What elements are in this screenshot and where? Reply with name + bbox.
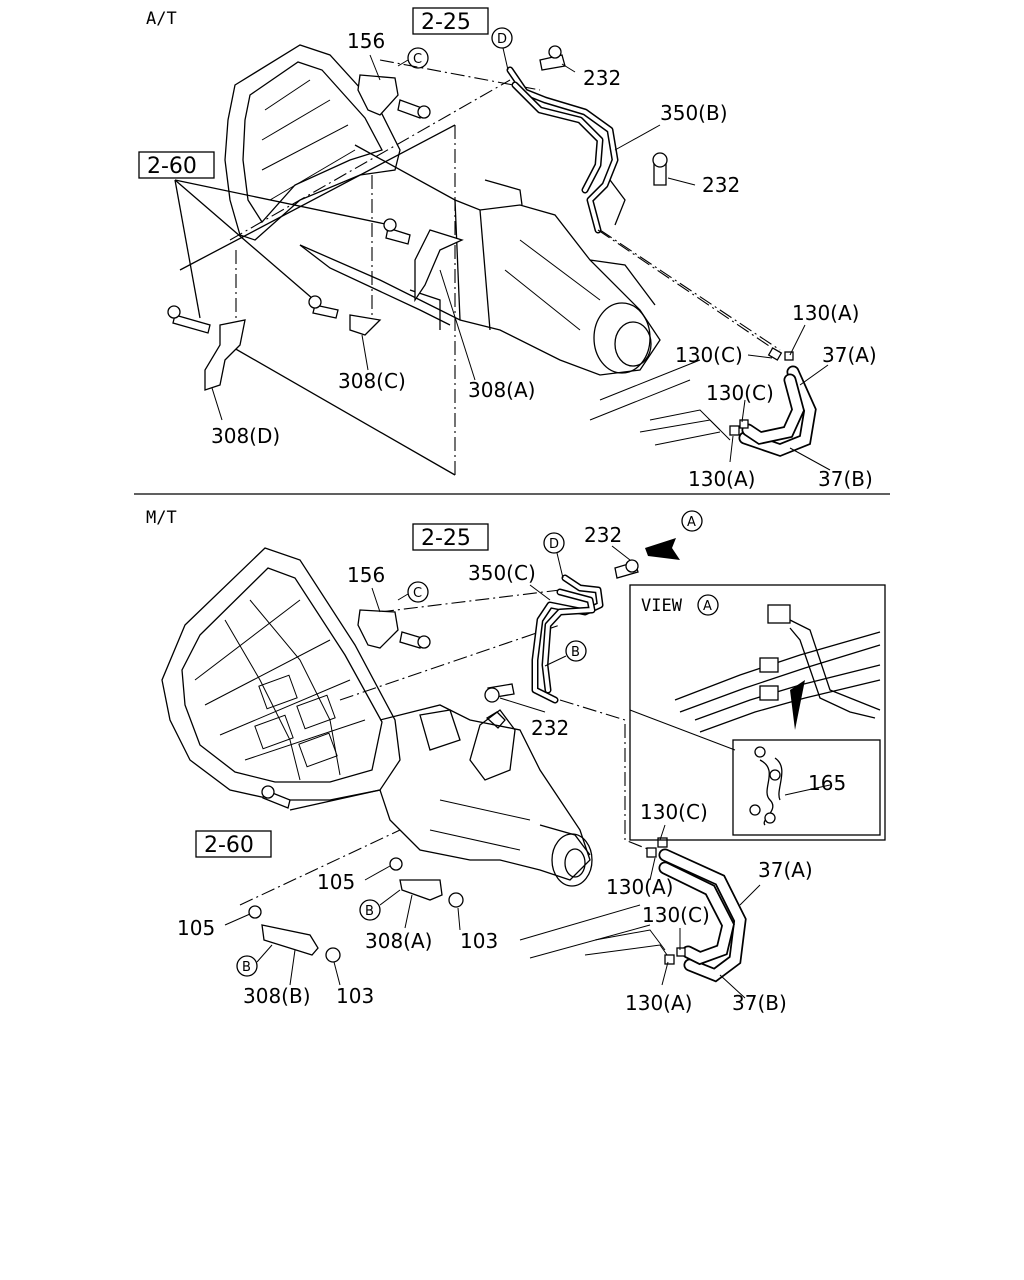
- mt-label-130c-low: 130(C): [642, 903, 710, 927]
- mt-ref-225: 2-25: [421, 526, 471, 551]
- at-label-130c-top: 130(C): [675, 343, 743, 367]
- mt-label-308b: 308(B): [243, 984, 311, 1008]
- mt-label-leaders: [224, 545, 761, 999]
- at-leader-lines: [174, 59, 781, 476]
- at-label-130a-low: 130(A): [688, 467, 755, 491]
- section-label-mt: M/T: [146, 508, 177, 528]
- mt-hoses-37: [584, 837, 747, 983]
- mt-circle-b-308b: [236, 955, 258, 977]
- at-pipe-350b: [506, 66, 776, 351]
- mt-ref-260-box: [195, 830, 272, 858]
- at-label-308d: 308(D): [211, 424, 280, 448]
- at-label-leaders: [211, 54, 831, 471]
- mt-circle-a-arrow-text: A: [687, 515, 696, 530]
- mt-label-130c-top: 130(C): [640, 800, 708, 824]
- mt-pipe-350c: [531, 574, 604, 704]
- view-a-marker-circle: [697, 594, 719, 616]
- at-label-156: 156: [347, 29, 385, 53]
- at-label-308c: 308(C): [338, 369, 406, 393]
- at-ref-260: 2-60: [147, 154, 197, 179]
- mt-circle-d: [543, 532, 565, 554]
- mt-label-103-top: 103: [460, 929, 498, 953]
- mt-circle-a-arrow: [681, 510, 703, 532]
- mt-label-232-mid: 232: [531, 716, 569, 740]
- section-label-at: A/T: [146, 9, 177, 29]
- mt-label-130a-top: 130(A): [606, 875, 673, 899]
- at-parts: [167, 45, 668, 391]
- mt-circle-b-308b-text: B: [242, 960, 251, 975]
- at-circle-d: [491, 27, 513, 49]
- at-circle-c-text: C: [413, 52, 422, 67]
- at-label-308a: 308(A): [468, 378, 535, 402]
- at-circle-c: [407, 47, 429, 69]
- mt-leader-lines: [239, 589, 651, 906]
- view-a-inset: [629, 584, 886, 841]
- mt-label-350c: 350(C): [468, 561, 536, 585]
- mt-label-232-top: 232: [584, 523, 622, 547]
- mt-circle-b-pipe: [565, 640, 587, 662]
- at-transmission-housing: [224, 44, 701, 421]
- at-label-350b: 350(B): [660, 101, 728, 125]
- mt-ref-260: 2-60: [204, 833, 254, 858]
- mt-circle-b-308a-text: B: [365, 904, 374, 919]
- at-label-232-mid: 232: [702, 173, 740, 197]
- mt-circle-b-308a: [359, 899, 381, 921]
- mt-ref-225-box: [412, 523, 489, 551]
- at-label-37b: 37(B): [818, 467, 873, 491]
- mt-label-37b: 37(B): [732, 991, 787, 1015]
- at-ref-260-box: [138, 151, 215, 179]
- view-a-title: VIEW: [641, 596, 683, 616]
- at-label-130a-top: 130(A): [792, 301, 859, 325]
- mt-label-105-low: 105: [177, 916, 215, 940]
- at-label-232-top: 232: [583, 66, 621, 90]
- mt-circle-c-text: C: [413, 586, 422, 601]
- at-label-130c-low: 130(C): [706, 381, 774, 405]
- mt-parts: [248, 559, 639, 963]
- mt-label-308a: 308(A): [365, 929, 432, 953]
- mt-label-103-low: 103: [336, 984, 374, 1008]
- mt-circle-d-text: D: [549, 537, 559, 552]
- at-ref-225: 2-25: [421, 10, 471, 35]
- view-a-marker: A: [703, 599, 712, 614]
- mt-circle-b-pipe-text: B: [571, 645, 580, 660]
- at-ref-225-box: [412, 7, 489, 35]
- mt-label-130a-low: 130(A): [625, 991, 692, 1015]
- mt-circle-c: [407, 581, 429, 603]
- view-a-arrow: [645, 538, 680, 560]
- mt-label-165: 165: [808, 771, 846, 795]
- mt-label-156: 156: [347, 563, 385, 587]
- mt-label-37a: 37(A): [758, 858, 813, 882]
- at-hoses-37: [639, 347, 817, 457]
- at-circle-d-text: D: [497, 32, 507, 47]
- mt-label-105-top: 105: [317, 870, 355, 894]
- at-label-37a: 37(A): [822, 343, 877, 367]
